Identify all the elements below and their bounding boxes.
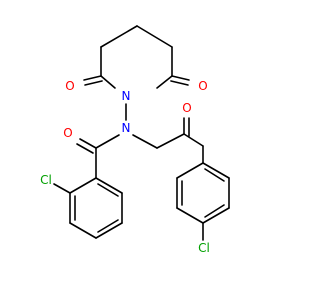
bond — [202, 162, 230, 179]
oxygen-label: O — [182, 101, 191, 115]
chlorine-label: Cl — [198, 241, 210, 255]
bond — [69, 177, 97, 194]
carbonyl-bond — [76, 143, 94, 154]
chlorine-label: Cl — [40, 173, 52, 187]
bond — [132, 134, 158, 149]
carbonyl-bond — [170, 80, 189, 86]
nitrogen-label: N — [122, 89, 131, 103]
oxygen-label: O — [63, 126, 72, 140]
bond — [69, 222, 97, 239]
oxygen-label: O — [65, 79, 74, 93]
bond — [136, 25, 173, 48]
bond — [176, 162, 204, 179]
structure-canvas: O O N N O O Cl Cl — [40, 25, 230, 255]
bond — [202, 207, 230, 224]
carbonyl-bond — [83, 75, 102, 81]
piperidinedione-ring — [83, 25, 190, 89]
bond — [95, 177, 123, 194]
aromatic-bond — [204, 204, 225, 218]
bond — [176, 207, 204, 224]
chemical-structure-diagram: O O N N O O Cl Cl — [40, 25, 230, 255]
bond — [100, 25, 138, 48]
bond — [156, 75, 173, 89]
aromatic-bond — [97, 183, 119, 197]
benzoyl-group — [53, 134, 123, 239]
nitrogen-label: N — [122, 121, 131, 135]
bond — [100, 75, 116, 89]
aromatic-bond — [97, 219, 119, 233]
bond — [95, 134, 120, 149]
carbonyl-bond — [79, 138, 97, 149]
carbonyl-bond — [171, 75, 190, 81]
bond — [183, 133, 204, 147]
atom-labels: O O N N O O Cl Cl — [40, 79, 210, 255]
phenacyl-group — [132, 117, 230, 241]
oxygen-label: O — [198, 79, 207, 93]
bond — [156, 133, 185, 149]
c-cl-bond — [53, 183, 71, 194]
aromatic-bond — [204, 168, 225, 182]
carbonyl-bond — [84, 80, 103, 86]
bond — [95, 222, 123, 239]
